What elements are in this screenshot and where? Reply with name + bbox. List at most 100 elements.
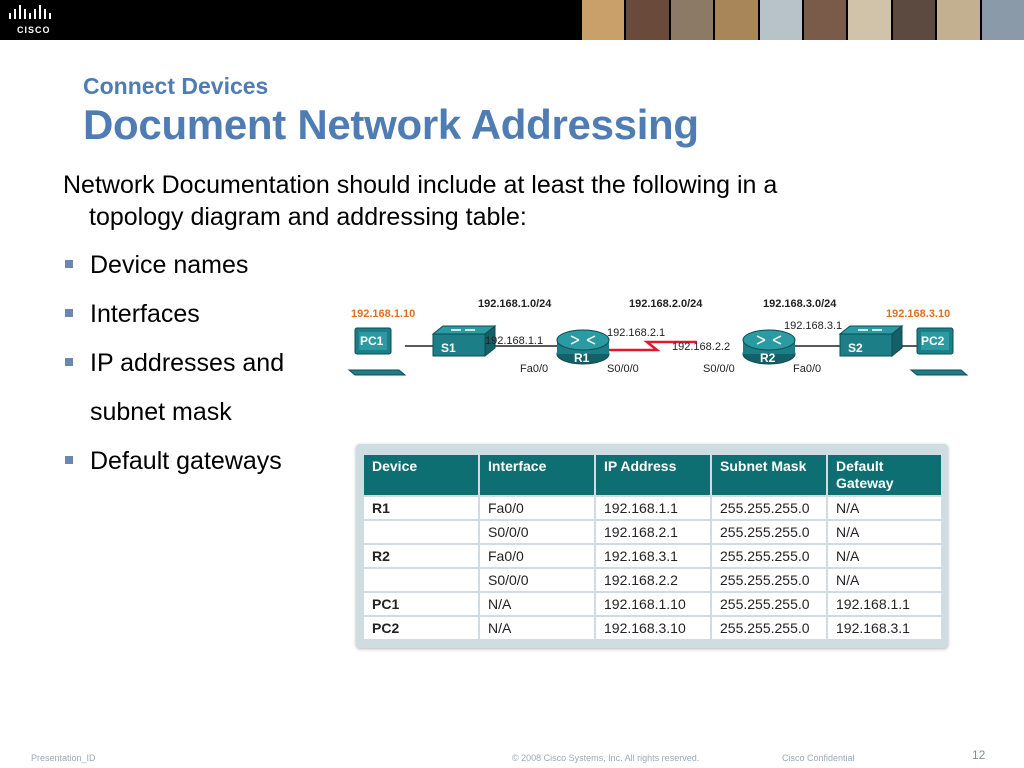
photo-tile — [624, 0, 669, 40]
bullet-square-icon — [65, 456, 73, 464]
copyright-text: © 2008 Cisco Systems, Inc. All rights re… — [512, 753, 700, 763]
bullet-square-icon — [65, 309, 73, 317]
table-cell-ip: 192.168.3.1 — [596, 545, 710, 567]
table-cell-interface: Fa0/0 — [480, 545, 594, 567]
page-number: 12 — [972, 748, 986, 762]
table-cell-gateway: N/A — [828, 521, 941, 543]
table-cell-ip: 192.168.2.2 — [596, 569, 710, 591]
table-cell-mask: 255.255.255.0 — [712, 497, 826, 519]
network-label: 192.168.3.0/24 — [763, 298, 837, 310]
table-cell-gateway: N/A — [828, 569, 941, 591]
router-icon — [742, 329, 796, 365]
bullet-text: IP addresses and — [90, 349, 285, 377]
photo-tile — [979, 0, 1024, 40]
pc2-ip: 192.168.3.10 — [886, 308, 950, 320]
table-cell-device — [364, 569, 478, 591]
bullet-text: Interfaces — [90, 300, 200, 328]
photo-tile — [580, 0, 625, 40]
addressing-table: Device Interface IP Address Subnet Mask … — [362, 453, 943, 641]
intro-line-2: topology diagram and addressing table: — [89, 203, 527, 231]
bullet-item: Default gateways — [63, 444, 284, 478]
table-cell-interface: N/A — [480, 593, 594, 615]
cisco-logo: CISCO — [8, 4, 60, 36]
bullet-text: Default gateways — [90, 447, 282, 475]
pc2-label: PC2 — [921, 334, 945, 348]
bullet-square-icon — [65, 260, 73, 268]
header-bar: CISCO — [0, 0, 1024, 40]
table-row: S0/0/0 192.168.2.2 255.255.255.0 N/A — [364, 569, 941, 591]
logo-text: CISCO — [17, 25, 51, 35]
router-icon — [556, 329, 610, 365]
r1-fa-interface: Fa0/0 — [520, 363, 548, 375]
table-cell-interface: S0/0/0 — [480, 521, 594, 543]
bullet-list: Device names Interfaces IP addresses and… — [63, 248, 284, 493]
column-header-default-gateway: Default Gateway — [828, 455, 941, 495]
table-row: PC1 N/A 192.168.1.10 255.255.255.0 192.1… — [364, 593, 941, 615]
table-cell-interface: N/A — [480, 617, 594, 639]
topology-diagram: PC1 192.168.1.10 S1 R1 R2 — [345, 292, 975, 382]
column-header-device: Device — [364, 455, 478, 495]
intro-line-1: Network Documentation should include at … — [63, 171, 778, 199]
r1-serial-interface: S0/0/0 — [607, 363, 639, 375]
r2-label: R2 — [760, 351, 776, 365]
r1-label: R1 — [574, 351, 590, 365]
table-cell-device — [364, 521, 478, 543]
table-row: R1 Fa0/0 192.168.1.1 255.255.255.0 N/A — [364, 497, 941, 519]
table-cell-device: R1 — [364, 497, 478, 519]
table-cell-ip: 192.168.1.1 — [596, 497, 710, 519]
table-cell-gateway: N/A — [828, 497, 941, 519]
photo-tile — [890, 0, 936, 40]
table-row: PC2 N/A 192.168.3.10 255.255.255.0 192.1… — [364, 617, 941, 639]
table-cell-gateway: 192.168.1.1 — [828, 593, 941, 615]
table-cell-mask: 255.255.255.0 — [712, 521, 826, 543]
bullet-item: IP addresses and subnet mask — [63, 346, 284, 429]
bullet-item: Interfaces — [63, 297, 284, 331]
bullet-text: Device names — [90, 251, 249, 279]
pc-icon — [909, 327, 969, 376]
pc1-ip: 192.168.1.10 — [351, 308, 415, 320]
bullet-text-continued: subnet mask — [90, 398, 232, 426]
pc-icon — [347, 327, 407, 376]
addressing-table-panel: Device Interface IP Address Subnet Mask … — [356, 444, 948, 648]
table-cell-gateway: 192.168.3.1 — [828, 617, 941, 639]
table-row: S0/0/0 192.168.2.1 255.255.255.0 N/A — [364, 521, 941, 543]
table-cell-device: R2 — [364, 545, 478, 567]
table-cell-device: PC2 — [364, 617, 478, 639]
bullet-square-icon — [65, 358, 73, 366]
r1-lan-ip: 192.168.1.1 — [485, 335, 543, 347]
intro-text: Network Documentation should include at … — [63, 169, 923, 233]
presentation-id: Presentation_ID — [31, 753, 96, 763]
photo-tile — [713, 0, 758, 40]
table-cell-ip: 192.168.3.10 — [596, 617, 710, 639]
photo-tile — [757, 0, 803, 40]
table-header-row: Device Interface IP Address Subnet Mask … — [364, 455, 941, 495]
s1-label: S1 — [441, 341, 456, 355]
network-label: 192.168.1.0/24 — [478, 298, 552, 310]
r1-wan-ip: 192.168.2.1 — [607, 327, 665, 339]
switch-icon — [838, 324, 904, 358]
column-header-ip-address: IP Address — [596, 455, 710, 495]
table-cell-mask: 255.255.255.0 — [712, 545, 826, 567]
r2-lan-ip: 192.168.3.1 — [784, 320, 842, 332]
column-header-interface: Interface — [480, 455, 594, 495]
table-cell-interface: Fa0/0 — [480, 497, 594, 519]
network-label: 192.168.2.0/24 — [629, 298, 703, 310]
r2-fa-interface: Fa0/0 — [793, 363, 821, 375]
cisco-bars-icon — [9, 5, 51, 19]
slide-title: Document Network Addressing — [83, 101, 699, 148]
table-cell-mask: 255.255.255.0 — [712, 569, 826, 591]
pc1-label: PC1 — [360, 334, 384, 348]
table-cell-ip: 192.168.1.10 — [596, 593, 710, 615]
table-cell-ip: 192.168.2.1 — [596, 521, 710, 543]
photo-tile — [802, 0, 847, 40]
table-cell-device: PC1 — [364, 593, 478, 615]
slide-subtitle: Connect Devices — [83, 73, 269, 99]
confidential-label: Cisco Confidential — [782, 753, 855, 763]
r2-wan-ip: 192.168.2.2 — [672, 341, 730, 353]
photo-tile — [935, 0, 980, 40]
table-cell-interface: S0/0/0 — [480, 569, 594, 591]
photo-strip — [580, 0, 1024, 40]
photo-tile — [668, 0, 714, 40]
serial-link — [607, 340, 697, 352]
table-cell-gateway: N/A — [828, 545, 941, 567]
